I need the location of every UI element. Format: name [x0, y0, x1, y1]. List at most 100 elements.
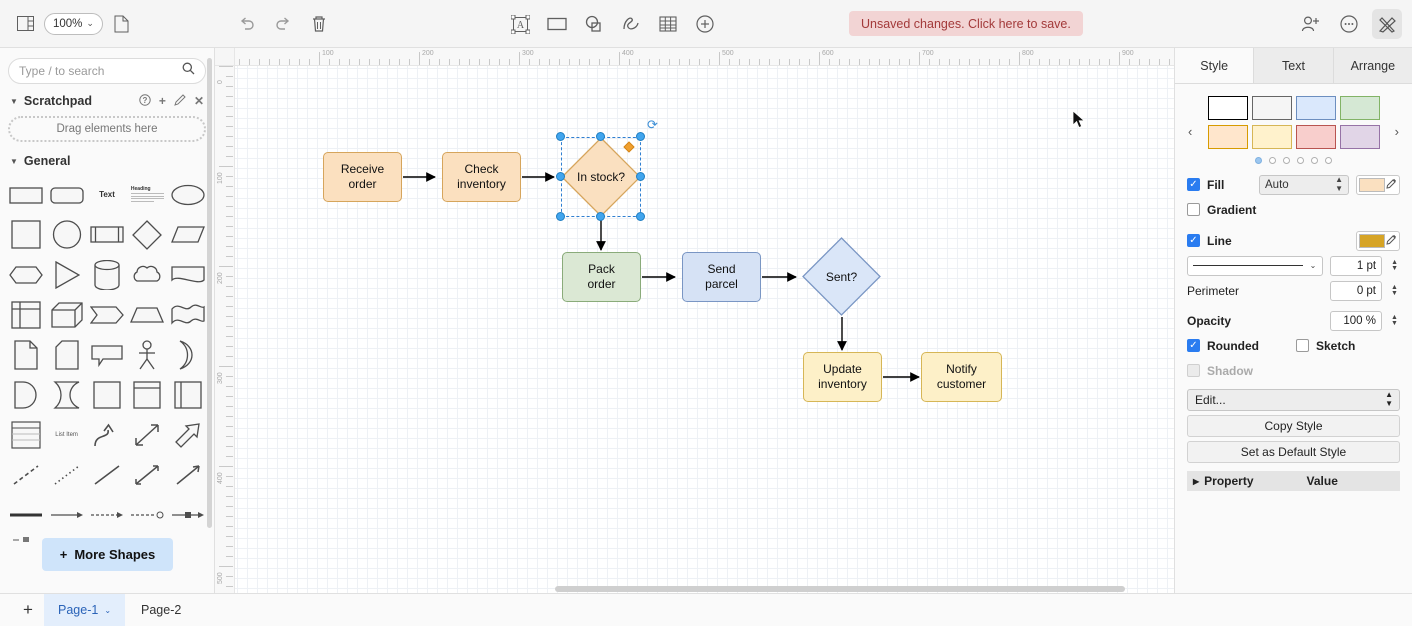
add-page-button[interactable]: + — [14, 597, 42, 623]
more-shapes-button[interactable]: + More Shapes — [41, 538, 174, 571]
shape-dashed-label-arrow[interactable] — [87, 496, 127, 533]
set-default-style-button[interactable]: Set as Default Style — [1187, 441, 1400, 463]
shape-bidirectional-arrow[interactable] — [127, 416, 167, 453]
shape-callout[interactable] — [87, 336, 127, 373]
edit-pencil-icon[interactable] — [174, 94, 186, 108]
zoom-selector[interactable]: 100% ⌄ — [44, 12, 103, 35]
shape-trapezoid[interactable] — [127, 296, 167, 333]
node-pack-order[interactable]: Pack order — [562, 252, 641, 302]
node-receive-order[interactable]: Receive order — [323, 152, 402, 202]
canvas-hscrollbar[interactable] — [235, 584, 1174, 593]
gradient-checkbox[interactable] — [1187, 203, 1200, 216]
style-swatch-7[interactable] — [1339, 125, 1380, 149]
style-swatch-6[interactable] — [1295, 125, 1336, 149]
diagram-canvas[interactable]: 1002003004005006007008009001000 01002003… — [215, 48, 1174, 593]
shape-block-arrow[interactable] — [168, 416, 208, 453]
sketch-checkbox[interactable] — [1296, 339, 1309, 352]
shape-or[interactable] — [168, 336, 208, 373]
prev-styles-arrow[interactable]: ‹ — [1188, 124, 1193, 139]
property-table-header[interactable]: ▶ Property Value — [1187, 471, 1400, 491]
shape-rectangle[interactable] — [6, 176, 46, 213]
perimeter-input[interactable]: 0 pt — [1330, 280, 1382, 301]
line-width-spinner[interactable]: ▲▼ — [1391, 258, 1398, 272]
sidebar-scrollbar[interactable] — [207, 58, 212, 528]
shape-dashed-line[interactable] — [6, 456, 46, 493]
style-swatch-5[interactable] — [1251, 125, 1292, 149]
node-notify-customer[interactable]: Notify customer — [921, 352, 1002, 402]
shape-tape[interactable] — [168, 296, 208, 333]
shape-list[interactable] — [6, 416, 46, 453]
eyedropper-icon[interactable] — [1386, 178, 1397, 192]
line-color-button[interactable] — [1356, 230, 1400, 251]
rotate-icon[interactable]: ⟳ — [647, 117, 658, 132]
tab-style[interactable]: Style — [1175, 48, 1255, 83]
hscroll-thumb[interactable] — [555, 586, 1125, 592]
shape-directional-line[interactable] — [168, 456, 208, 493]
ellipsis-icon[interactable] — [1334, 9, 1364, 39]
shape-actor[interactable] — [127, 336, 167, 373]
shape-bidirectional-line[interactable] — [127, 456, 167, 493]
shape-circle[interactable] — [46, 216, 86, 253]
page-tab-page-2[interactable]: Page-2 — [127, 594, 195, 626]
shapes-icon[interactable] — [579, 9, 609, 39]
resize-handle-n[interactable] — [596, 132, 605, 141]
resize-handle-sw[interactable] — [556, 212, 565, 221]
unsaved-changes-banner[interactable]: Unsaved changes. Click here to save. — [849, 11, 1083, 36]
fill-color-button[interactable] — [1356, 174, 1400, 195]
shape-hexagon[interactable] — [6, 256, 46, 293]
canvas-grid[interactable]: Receive order Check inventory In stock? — [235, 66, 1174, 593]
format-panel-icon[interactable] — [1372, 9, 1402, 39]
opacity-input[interactable]: 100 % — [1330, 310, 1382, 331]
canvas-vscrollbar[interactable] — [1165, 66, 1174, 593]
node-update-inventory[interactable]: Update inventory — [803, 352, 882, 402]
style-page-dot-0[interactable] — [1255, 157, 1262, 164]
resize-handle-nw[interactable] — [556, 132, 565, 141]
shape-curved-arrow[interactable] — [87, 416, 127, 453]
shape-cube[interactable] — [46, 296, 86, 333]
shape-container[interactable] — [87, 376, 127, 413]
shape-list-item[interactable]: List Item — [46, 416, 86, 453]
delete-icon[interactable] — [304, 9, 334, 39]
node-sent-decision[interactable]: Sent? — [802, 237, 881, 316]
style-page-dot-3[interactable] — [1297, 157, 1304, 164]
opacity-spinner[interactable]: ▲▼ — [1391, 313, 1398, 327]
horizontal-ruler[interactable]: 1002003004005006007008009001000 — [235, 48, 1174, 66]
shape-partial-row[interactable] — [6, 536, 46, 550]
search-input[interactable] — [19, 64, 176, 78]
style-swatch-1[interactable] — [1251, 96, 1292, 120]
shape-container-vertical[interactable] — [168, 376, 208, 413]
shape-solid-line[interactable] — [87, 456, 127, 493]
node-send-parcel[interactable]: Send parcel — [682, 252, 761, 302]
shape-container-titled[interactable] — [127, 376, 167, 413]
general-section-header[interactable]: ▼ General — [0, 142, 214, 172]
add-icon[interactable]: + — [158, 94, 166, 108]
eyedropper-icon[interactable] — [1386, 234, 1397, 248]
resize-handle-se[interactable] — [636, 212, 645, 221]
search-icon[interactable] — [182, 62, 195, 80]
shape-cloud[interactable] — [127, 256, 167, 293]
fill-mode-select[interactable]: Auto ▲▼ — [1259, 174, 1349, 195]
rounded-checkbox[interactable] — [1187, 339, 1200, 352]
style-page-dot-2[interactable] — [1283, 157, 1290, 164]
shape-process[interactable] — [87, 216, 127, 253]
edit-style-select[interactable]: Edit... ▲▼ — [1187, 389, 1400, 411]
tab-arrange[interactable]: Arrange — [1333, 48, 1412, 83]
undo-icon[interactable] — [232, 9, 262, 39]
redo-icon[interactable] — [268, 9, 298, 39]
shape-cylinder[interactable] — [87, 256, 127, 293]
style-page-dot-1[interactable] — [1269, 157, 1276, 164]
resize-handle-s[interactable] — [596, 212, 605, 221]
shape-triangle[interactable] — [46, 256, 86, 293]
shape-internal-storage[interactable] — [6, 296, 46, 333]
shape-card[interactable] — [46, 336, 86, 373]
line-width-input[interactable]: 1 pt — [1330, 255, 1383, 276]
line-checkbox[interactable] — [1187, 234, 1200, 247]
table-icon[interactable] — [653, 9, 683, 39]
shape-thick-line[interactable] — [6, 496, 46, 533]
copy-style-button[interactable]: Copy Style — [1187, 415, 1400, 437]
help-icon[interactable]: ? — [139, 94, 151, 108]
add-circle-icon[interactable] — [690, 9, 720, 39]
resize-handle-ne[interactable] — [636, 132, 645, 141]
close-icon[interactable]: ✕ — [193, 94, 204, 108]
fill-checkbox[interactable] — [1187, 178, 1200, 191]
